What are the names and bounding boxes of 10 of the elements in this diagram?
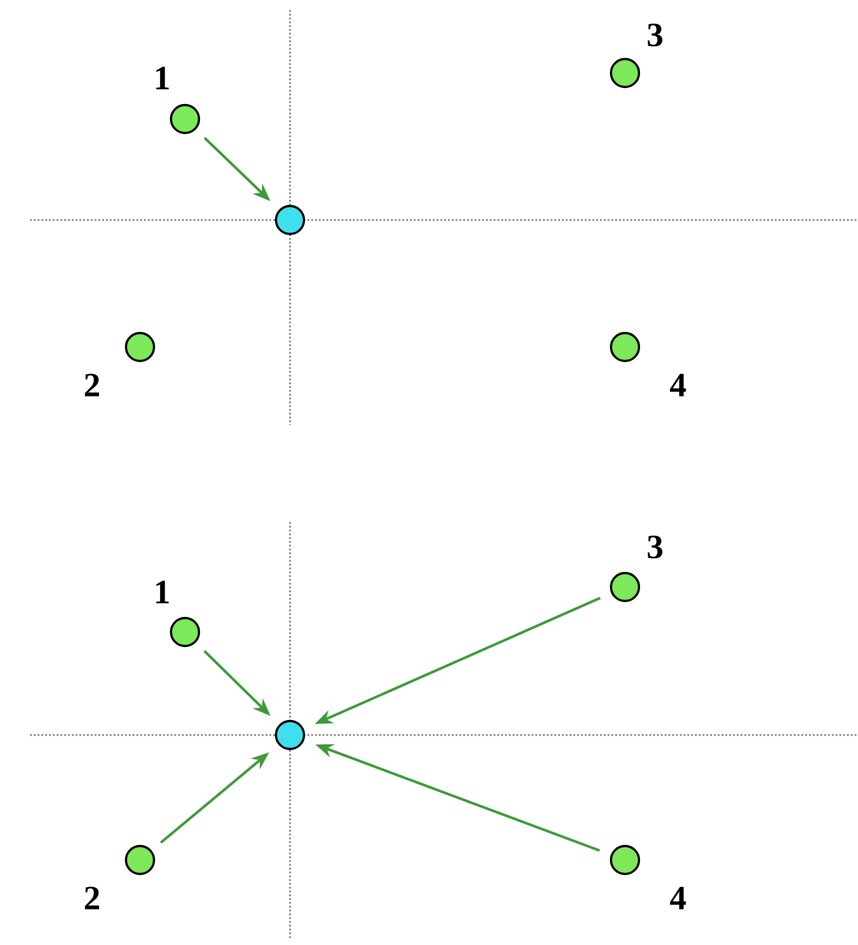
point-marker [274, 720, 306, 750]
point-label: 2 [84, 886, 100, 910]
point-label: 3 [648, 536, 662, 558]
point-label: 4 [670, 886, 686, 910]
point-label: 4 [670, 374, 686, 396]
point-label: 3 [648, 24, 662, 46]
point-label: 1 [156, 66, 169, 90]
point-label: 2 [84, 374, 100, 396]
point-label: 1 [156, 580, 169, 604]
point-marker [274, 204, 306, 236]
